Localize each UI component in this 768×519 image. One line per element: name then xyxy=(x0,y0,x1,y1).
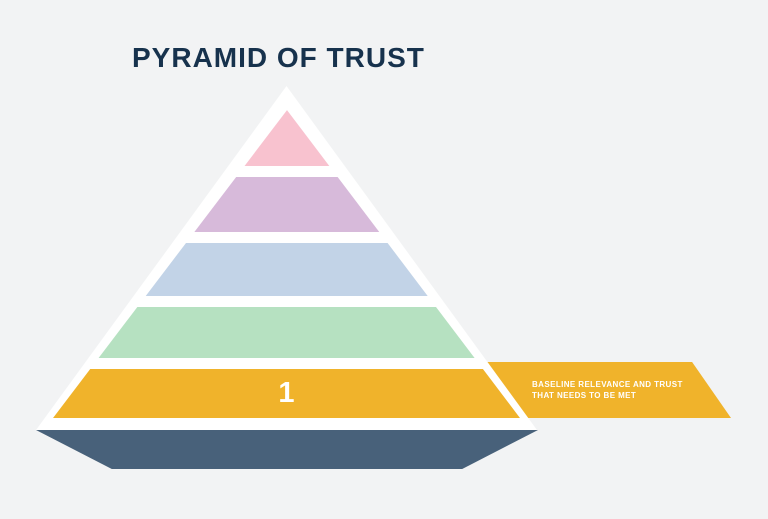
callout-line-1: BASELINE RELEVANCE AND TRUST xyxy=(532,380,683,389)
level-1-label: 1 xyxy=(278,377,295,409)
pyramid: 1 xyxy=(53,110,520,418)
page-title: PYRAMID OF TRUST xyxy=(132,42,425,73)
pyramid-level-5 xyxy=(53,110,520,166)
pyramid-base xyxy=(36,430,538,469)
pyramid-level-3 xyxy=(53,243,520,296)
callout-text: BASELINE RELEVANCE AND TRUST THAT NEEDS … xyxy=(455,379,683,401)
callout-line-2: THAT NEEDS TO BE MET xyxy=(532,391,637,400)
pyramid-level-1 xyxy=(53,369,520,418)
pyramid-level-4 xyxy=(53,177,520,232)
